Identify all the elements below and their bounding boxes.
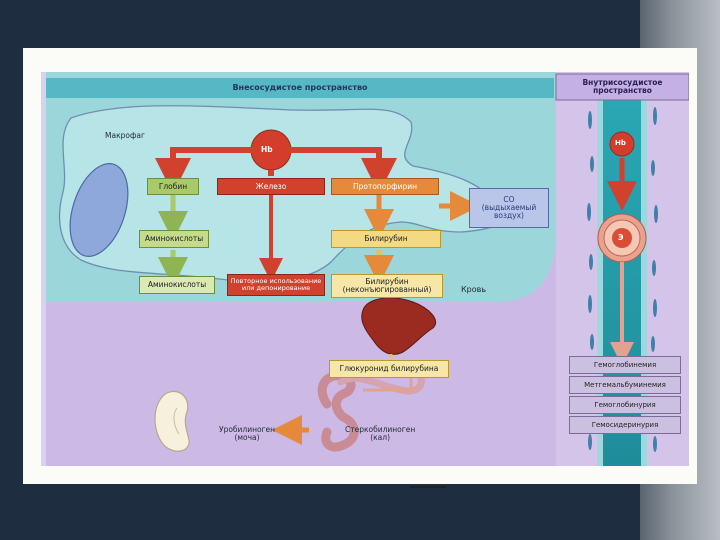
header-intravascular: Внутрисосудистое пространство — [582, 78, 663, 95]
globin-box: Глобин — [147, 178, 199, 195]
header-extravascular: Внесосудистое пространство — [232, 82, 368, 92]
right-box-hemoglobinuria: Гемоглобинурия — [569, 396, 681, 414]
right-box-hemosiderinuria: Гемосидеринурия — [569, 416, 681, 434]
stercobilinogen-label: Стеркобилиноген (кал) — [345, 425, 416, 442]
hemoglobin-breakdown-diagram: Внесосудистое пространство Внутрисосудис… — [41, 72, 689, 466]
blood-region — [41, 302, 556, 466]
hb-label: Hb — [261, 145, 273, 154]
amino-acids-final-box: Аминокислоты — [139, 276, 215, 294]
header-bar-intravascular — [555, 73, 689, 101]
iron-reuse-box: Повторное использование или депонировани… — [227, 274, 325, 296]
rbc-inner — [612, 228, 632, 248]
blood-label: Кровь — [461, 285, 487, 294]
bilirubin-glucuronide-box: Глюкуронид билирубина — [329, 360, 449, 378]
header-bar-extravascular — [46, 78, 554, 98]
bilirubin-box: Билирубин — [331, 230, 441, 248]
footer-underline — [410, 486, 446, 488]
amino-acids-box: Аминокислоты — [139, 230, 209, 248]
arrow-to-protoporphyrin — [289, 147, 397, 194]
arrow-to-globin — [155, 147, 253, 194]
rbc-label: Э — [618, 233, 624, 242]
unconjugated-bilirubin-box: Билирубин (неконъюгированный) — [331, 274, 443, 298]
right-box-methemalbuminemia: Метгемальбуминемия — [569, 376, 681, 394]
liver-shape — [361, 297, 436, 355]
intravascular-hb-circle — [609, 131, 635, 157]
kidney-shape — [154, 390, 190, 452]
right-box-hemoglobinemia: Гемоглобинемия — [569, 356, 681, 374]
macrophage-label: Макрофаг — [105, 131, 145, 140]
iron-box: Железо — [217, 178, 325, 195]
co-box: CO (выдыхаемый воздух) — [469, 188, 549, 228]
protoporphyrin-box: Протопорфирин — [331, 178, 439, 195]
intravascular-hb-label: Hb — [615, 139, 626, 147]
macrophage-nucleus — [69, 163, 129, 257]
urobilinogen-label: Уробилиноген (моча) — [219, 425, 276, 442]
